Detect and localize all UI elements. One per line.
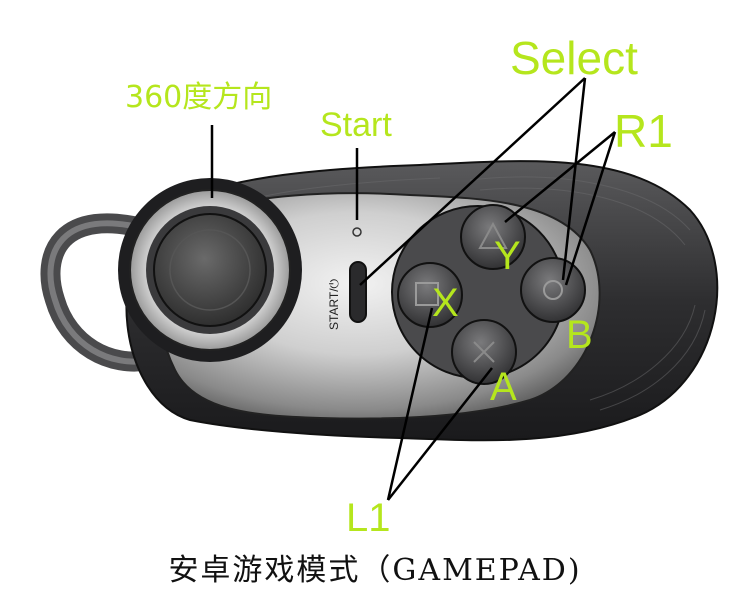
b-letter: B — [566, 313, 593, 357]
start-label: Start — [320, 106, 392, 144]
led-indicator — [352, 227, 362, 237]
x-letter: X — [432, 281, 459, 325]
joystick[interactable] — [118, 178, 302, 362]
triangle-icon — [478, 221, 508, 249]
circle-icon — [543, 280, 563, 300]
y-letter: Y — [494, 234, 521, 278]
x-button[interactable] — [397, 262, 463, 328]
select-label: Select — [510, 32, 638, 84]
a-button[interactable] — [451, 319, 517, 385]
r1-label: R1 — [614, 105, 673, 157]
l1-label: L1 — [346, 496, 391, 540]
callout-lines — [210, 77, 617, 501]
joystick-label: 360度方向 — [125, 80, 273, 115]
a-letter: A — [490, 365, 517, 409]
start-button[interactable] — [349, 261, 367, 323]
cross-icon — [473, 341, 495, 363]
lanyard-loop — [40, 213, 160, 372]
square-icon — [415, 282, 439, 306]
caption: 安卓游戏模式（GAMEPAD) — [168, 553, 582, 588]
y-button[interactable] — [460, 204, 526, 270]
start-printed-label: START/⏻ — [327, 278, 341, 330]
